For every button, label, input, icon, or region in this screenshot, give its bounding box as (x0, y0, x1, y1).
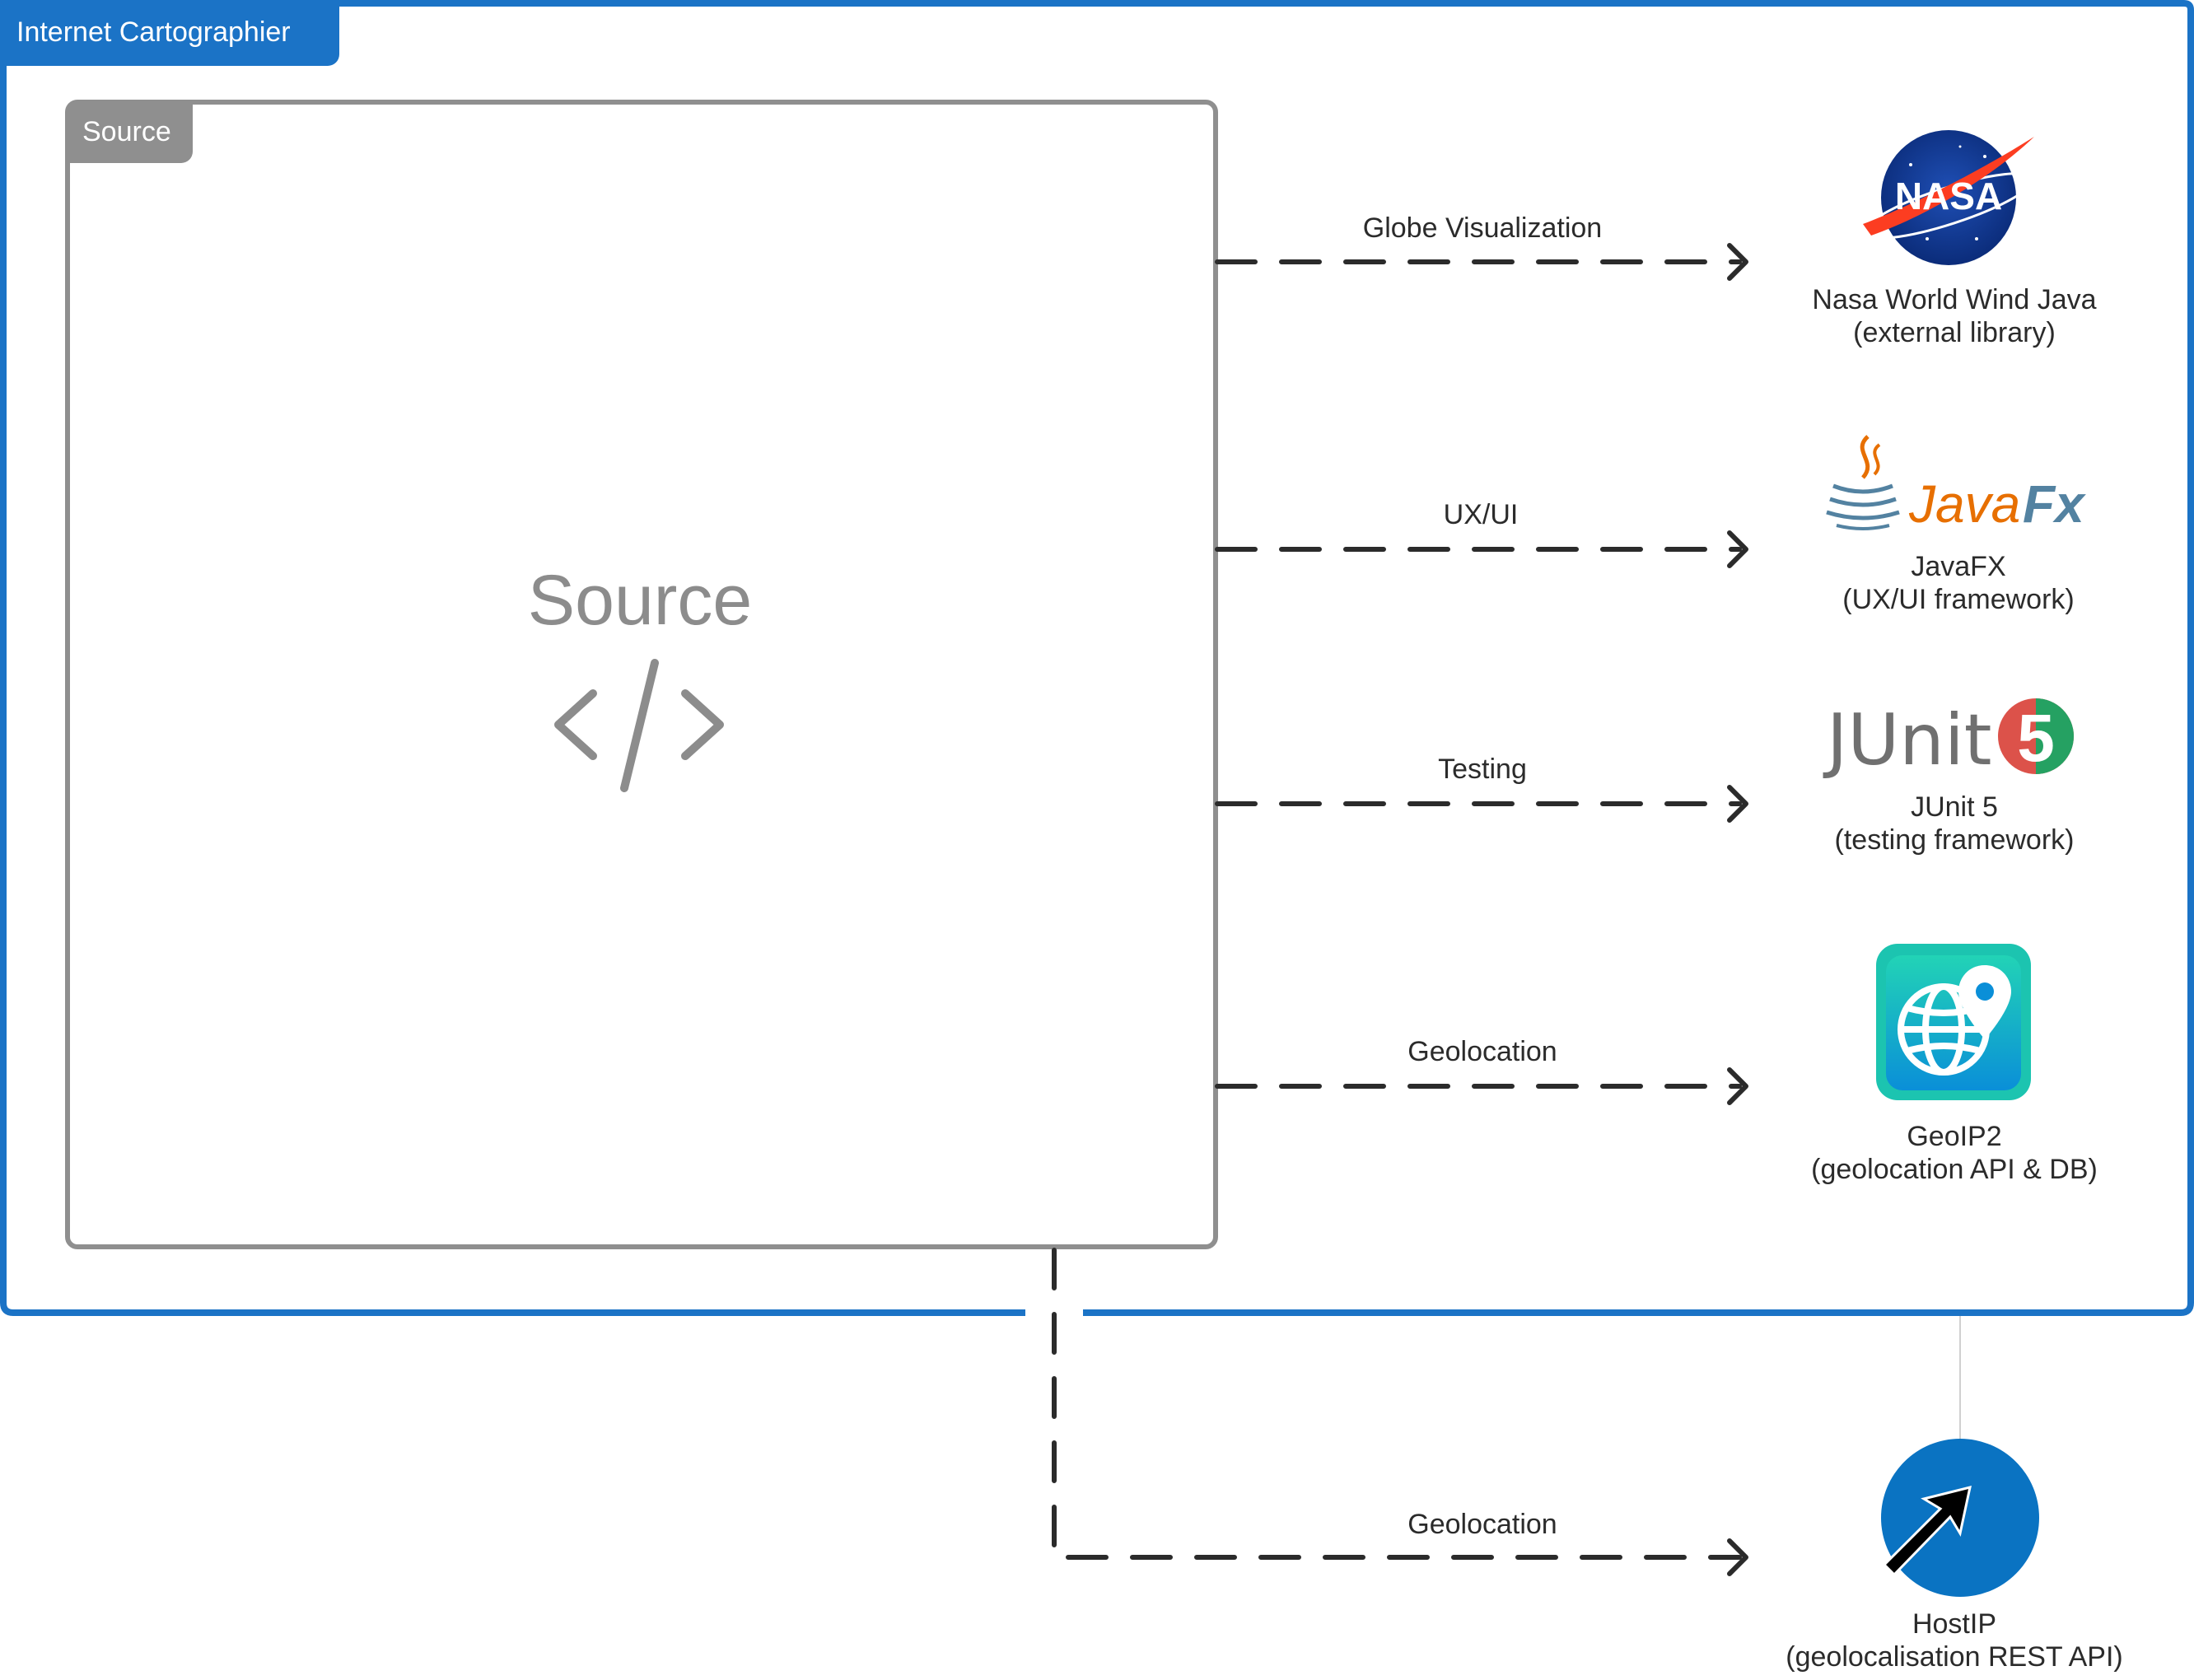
edge-label-geolocation-geoip: Geolocation (1407, 1036, 1557, 1067)
node-hostip-desc: (geolocalisation REST API) (1786, 1641, 2123, 1673)
source-tab: Source (68, 102, 193, 163)
node-hostip-name: HostIP (1912, 1608, 1997, 1640)
container-title-tab: Internet Cartographier (0, 0, 339, 66)
edge-testing (1215, 785, 1748, 823)
source-tab-label: Source (82, 116, 171, 147)
geoip-globe-pin-icon (1876, 944, 2031, 1100)
node-geoip-desc: (geolocation API & DB) (1811, 1154, 2098, 1185)
svg-text:Java: Java (1908, 474, 2020, 534)
svg-text:Fx: Fx (2023, 474, 2086, 534)
edge-label-geolocation-hostip: Geolocation (1407, 1509, 1557, 1540)
code-brackets-icon (554, 659, 724, 792)
node-junit-desc: (testing framework) (1834, 824, 2075, 856)
source-box (65, 100, 1218, 1249)
hostip-arrow-icon (1881, 1439, 2039, 1597)
edge-label-globe-visualization: Globe Visualization (1362, 212, 1603, 244)
svg-text:JUnit: JUnit (1823, 699, 1991, 782)
nasa-logo-icon: NASA (1862, 130, 2035, 265)
node-geoip-caption: GeoIP2 (geolocation API & DB) (1811, 1120, 2098, 1186)
edge-globe-visualization (1215, 243, 1748, 281)
node-nasa-caption: Nasa World Wind Java (external library) (1812, 283, 2096, 349)
javafx-logo-icon: Java Fx (1826, 435, 2086, 534)
node-javafx-caption: JavaFX (UX/UI framework) (1842, 550, 2074, 616)
node-junit-name: JUnit 5 (1911, 791, 1998, 823)
node-nasa-desc: (external library) (1853, 317, 2056, 348)
edge-ux-ui (1215, 530, 1748, 568)
node-nasa-name: Nasa World Wind Java (1812, 284, 2097, 315)
edge-geolocation-geoip (1215, 1067, 1748, 1105)
node-junit-caption: JUnit 5 (testing framework) (1835, 791, 2075, 856)
svg-text:5: 5 (2017, 701, 2055, 776)
node-javafx-desc: (UX/UI framework) (1842, 584, 2075, 615)
junit5-logo-icon: JUnit 5 (1823, 698, 2074, 782)
edge-geolocation-hostip (1052, 1248, 1748, 1576)
node-hostip-caption: HostIP (geolocalisation REST API) (1786, 1608, 2122, 1673)
node-geoip-name: GeoIP2 (1907, 1121, 2002, 1152)
edge-label-testing: Testing (1438, 754, 1527, 785)
svg-text:NASA: NASA (1895, 175, 2002, 217)
edge-label-ux-ui: UX/UI (1443, 499, 1519, 530)
container-title: Internet Cartographier (16, 16, 291, 48)
container-border (0, 0, 2194, 1316)
node-javafx-name: JavaFX (1911, 551, 2006, 582)
source-title: Source (527, 561, 753, 640)
